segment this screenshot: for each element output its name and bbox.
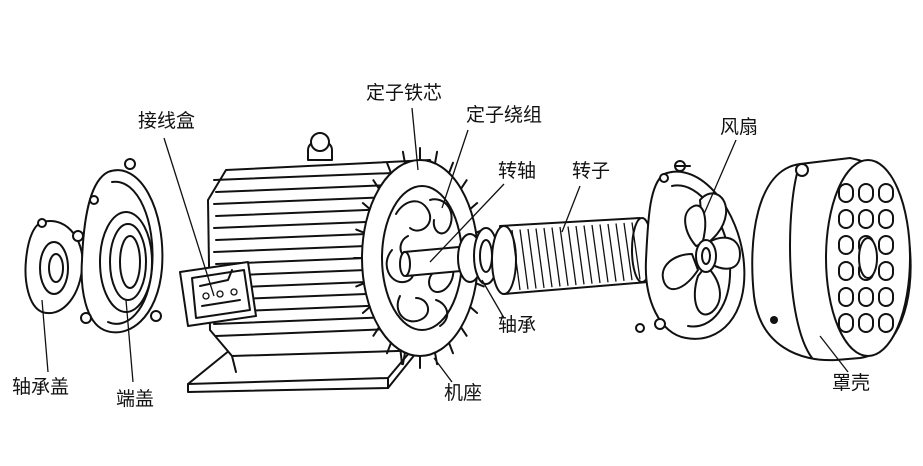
label-stator-core: 定子铁芯 bbox=[366, 82, 443, 104]
stator-tooth bbox=[361, 306, 371, 314]
vent-hole bbox=[838, 235, 854, 255]
rotor-bar bbox=[543, 227, 553, 288]
end-cover-part bbox=[80, 158, 164, 334]
leader-lines bbox=[41, 107, 849, 383]
label-frame: 机座 bbox=[444, 382, 483, 404]
label-junction-box: 接线盒 bbox=[138, 110, 196, 132]
vent-hole bbox=[838, 261, 854, 281]
stator-tooth bbox=[355, 228, 365, 234]
rotor-bar bbox=[599, 224, 609, 283]
vent-hole bbox=[858, 287, 874, 307]
vent-hole bbox=[878, 261, 894, 281]
label-stator-winding: 定子绕组 bbox=[466, 104, 543, 126]
stator-tooth bbox=[401, 351, 406, 366]
vent-hole bbox=[878, 313, 894, 333]
vent-hole bbox=[878, 287, 894, 307]
stator-tooth bbox=[361, 202, 371, 210]
label-fan-cover: 罩壳 bbox=[832, 372, 871, 394]
label-rotor: 转子 bbox=[572, 160, 611, 182]
bearing-cap-part bbox=[24, 218, 84, 315]
rotor-bar bbox=[527, 228, 537, 289]
cooling-fin bbox=[213, 171, 419, 181]
rotor-bar bbox=[583, 225, 593, 284]
stator-tooth bbox=[460, 326, 468, 337]
rotor-bar bbox=[575, 225, 585, 285]
rotor-bar bbox=[551, 227, 561, 287]
label-fan: 风扇 bbox=[720, 116, 759, 138]
rotor-bar bbox=[623, 222, 633, 281]
fan-part bbox=[635, 160, 746, 340]
stator-tooth bbox=[460, 179, 468, 190]
stator-tooth bbox=[401, 150, 406, 165]
stator-tooth bbox=[469, 306, 479, 314]
vent-hole bbox=[838, 313, 854, 333]
vent-hole bbox=[878, 183, 894, 203]
label-bearing-cap: 轴承盖 bbox=[12, 376, 70, 398]
rotor-bar bbox=[615, 223, 625, 281]
stator-tooth bbox=[372, 326, 380, 337]
stator-tooth bbox=[355, 282, 365, 288]
vent-hole bbox=[838, 183, 854, 203]
label-bearing: 轴承 bbox=[498, 314, 537, 336]
rotor-bar bbox=[519, 229, 529, 290]
vent-hole bbox=[878, 209, 894, 229]
stator-tooth bbox=[372, 179, 380, 190]
rotor-bar bbox=[607, 223, 617, 282]
rotor-bar bbox=[559, 226, 569, 286]
stator-tooth bbox=[469, 202, 479, 210]
stator-tooth bbox=[448, 341, 454, 355]
stator-tooth bbox=[386, 341, 392, 355]
stator-tooth bbox=[434, 150, 439, 165]
vent-hole bbox=[858, 313, 874, 333]
fan-cover-part bbox=[751, 157, 912, 362]
rotor-bar bbox=[535, 228, 545, 288]
label-shaft: 转轴 bbox=[498, 160, 537, 182]
vent-hole bbox=[878, 235, 894, 255]
rotor-bar bbox=[631, 222, 641, 280]
vent-hole bbox=[858, 183, 874, 203]
rotor-bar bbox=[591, 224, 601, 284]
stator-tooth bbox=[475, 282, 485, 288]
label-end-cover: 端盖 bbox=[116, 388, 155, 410]
stator-tooth bbox=[386, 161, 392, 175]
rotor-bar bbox=[511, 229, 521, 291]
vent-hole bbox=[838, 209, 854, 229]
vent-hole bbox=[858, 209, 874, 229]
rotor-bar bbox=[567, 226, 577, 286]
stator-tooth bbox=[448, 161, 454, 175]
vent-hole bbox=[838, 287, 854, 307]
